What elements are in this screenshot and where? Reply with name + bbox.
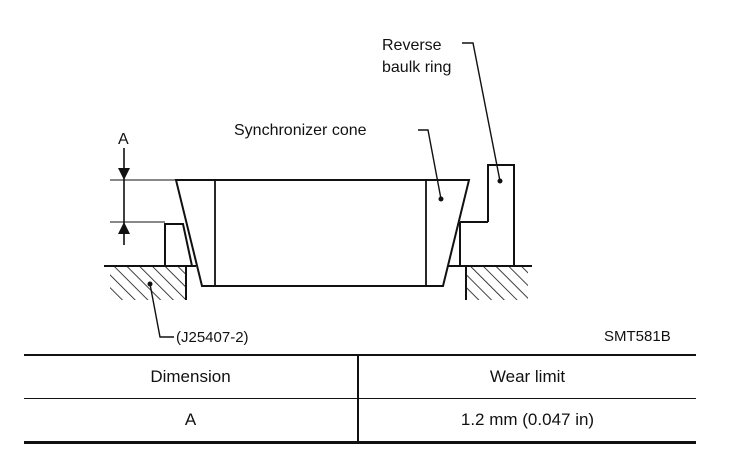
- tool-leader: [149, 283, 174, 338]
- synchronizer-cone-label: Synchronizer cone: [234, 122, 367, 139]
- dimension-a-indicator: [110, 148, 176, 245]
- left-step-block: [164, 223, 193, 267]
- cell-dimension: A: [24, 398, 359, 444]
- wear-limit-table: Dimension Wear limit A 1.2 mm (0.047 in): [24, 354, 696, 444]
- column-header-wear-limit: Wear limit: [358, 354, 696, 399]
- reverse-baulk-ring-label: Reverse baulk ring: [382, 37, 451, 76]
- tool-leader-dot: [147, 281, 153, 287]
- tool-label: (J25407-2): [176, 329, 249, 346]
- cell-wear-limit: 1.2 mm (0.047 in): [358, 398, 696, 444]
- figure-code: SMT581B: [604, 328, 671, 345]
- reverse-baulk-ring-leader: [462, 42, 501, 182]
- reverse-baulk-ring-leader-dot: [497, 178, 503, 184]
- column-header-dimension: Dimension: [24, 354, 359, 399]
- reverse-baulk-ring-label-line2: baulk ring: [382, 59, 451, 76]
- reverse-baulk-ring-shape: [459, 164, 515, 266]
- right-base-block: [448, 265, 532, 300]
- table-row: A 1.2 mm (0.047 in): [24, 398, 696, 444]
- table-header-row: Dimension Wear limit: [24, 354, 696, 399]
- reverse-baulk-ring-label-line1: Reverse: [382, 37, 442, 54]
- left-base-block: [104, 265, 196, 300]
- synchronizer-cone-leader-dot: [438, 196, 444, 202]
- synchronizer-cone-leader: [418, 129, 442, 200]
- synchronizer-cone-body: [174, 179, 471, 287]
- dimension-a-label: A: [118, 131, 129, 148]
